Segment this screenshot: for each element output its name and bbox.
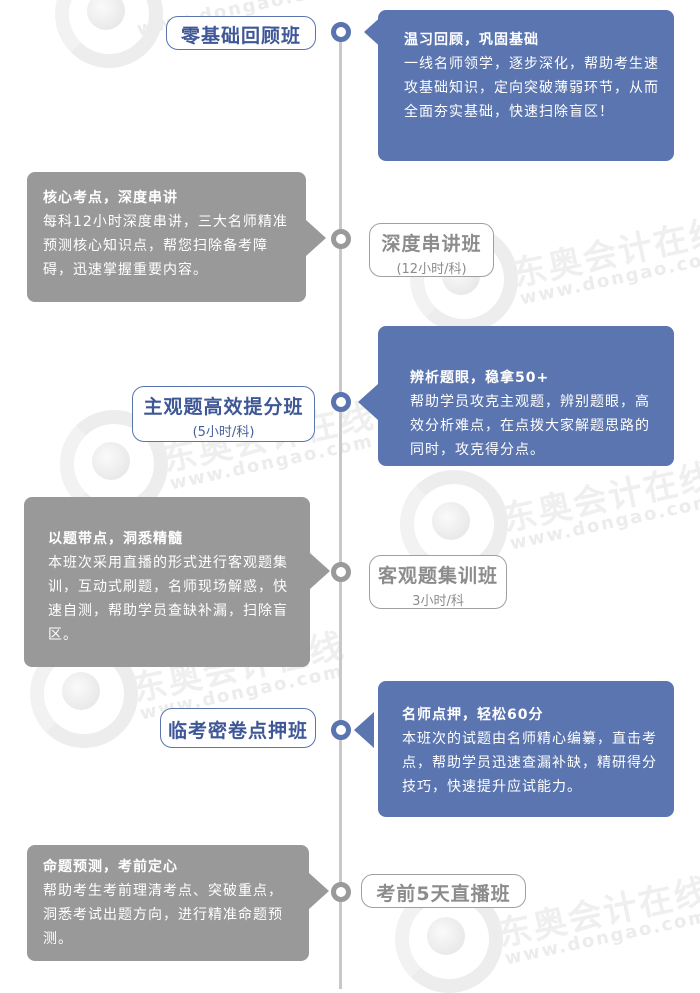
card-body: 每科12小时深度串讲，三大名师精准预测核心知识点，帮您扫除备考障碍，迅速掌握重要… xyxy=(43,214,288,278)
course-label-objective[interactable]: 客观题集训班 3小时/科 xyxy=(369,555,507,609)
card-pointer xyxy=(354,712,374,748)
timeline-node xyxy=(331,720,351,740)
timeline-node xyxy=(331,392,351,412)
card-pointer xyxy=(310,553,330,589)
timeline-line xyxy=(339,30,342,989)
course-card-objective: 以题带点，洞悉精髓 本班次采用直播的形式进行客观题集训，互动式刷题，名师现场解惑… xyxy=(24,497,310,667)
course-title: 主观题高效提分班 xyxy=(143,396,304,418)
course-duration: (5小时/科) xyxy=(192,425,255,440)
card-pointer xyxy=(309,873,329,909)
timeline-node xyxy=(331,562,351,582)
course-title: 临考密卷点押班 xyxy=(167,720,308,742)
course-card-final-paper: 名师点押，轻松60分 本班次的试题由名师精心编纂，直击考点，帮助学员迅速查漏补缺… xyxy=(378,681,674,817)
course-label-deep-review[interactable]: 深度串讲班 (12小时/科) xyxy=(369,223,494,277)
course-label-5day-live[interactable]: 考前5天直播班 xyxy=(361,874,526,908)
card-heading: 辨析题眼，稳拿50+ xyxy=(410,370,550,386)
timeline-node xyxy=(331,882,351,902)
timeline-node xyxy=(331,22,351,42)
course-card-deep-review: 核心考点，深度串讲 每科12小时深度串讲，三大名师精准预测核心知识点，帮您扫除备… xyxy=(27,172,306,302)
course-title: 零基础回顾班 xyxy=(180,25,301,47)
course-title: 深度串讲班 xyxy=(381,233,482,255)
card-heading: 名师点押，轻松60分 xyxy=(402,707,544,723)
course-duration: (12小时/科) xyxy=(396,262,467,277)
card-pointer xyxy=(306,220,326,256)
course-label-basic-review[interactable]: 零基础回顾班 xyxy=(166,16,316,50)
card-heading: 以题带点，洞悉精髓 xyxy=(48,531,183,547)
card-body: 一线名师领学，逐步深化，帮助考生速攻基础知识，定向突破薄弱环节，从而全面夯实基础… xyxy=(404,56,659,120)
course-label-final-paper[interactable]: 临考密卷点押班 xyxy=(160,708,316,748)
course-title: 客观题集训班 xyxy=(377,565,498,587)
card-body: 本班次采用直播的形式进行客观题集训，互动式刷题，名师现场解惑，快速自测，帮助学员… xyxy=(48,555,288,643)
course-duration: 3小时/科 xyxy=(412,594,464,609)
card-body: 帮助考生考前理清考点、突破重点，洞悉考试出题方向，进行精准命题预测。 xyxy=(43,883,283,947)
card-heading: 温习回顾，巩固基础 xyxy=(404,32,539,48)
card-body: 本班次的试题由名师精心编纂，直击考点，帮助学员迅速查漏补缺，精研得分技巧，快速提… xyxy=(402,731,657,795)
card-pointer xyxy=(358,384,378,420)
timeline-node xyxy=(331,229,351,249)
course-card-5day-live: 命题预测，考前定心 帮助考生考前理清考点、突破重点，洞悉考试出题方向，进行精准命… xyxy=(27,845,309,961)
course-card-basic-review: 温习回顾，巩固基础 一线名师领学，逐步深化，帮助考生速攻基础知识，定向突破薄弱环… xyxy=(378,10,674,161)
course-label-subjective[interactable]: 主观题高效提分班 (5小时/科) xyxy=(132,386,315,442)
course-card-subjective: 辨析题眼，稳拿50+ 帮助学员攻克主观题，辨别题眼，高效分析难点，在点拨大家解题… xyxy=(378,326,674,466)
course-title: 考前5天直播班 xyxy=(376,883,511,905)
card-heading: 命题预测，考前定心 xyxy=(43,859,178,875)
card-body: 帮助学员攻克主观题，辨别题眼，高效分析难点，在点拨大家解题思路的同时，攻克得分点… xyxy=(410,394,650,458)
card-heading: 核心考点，深度串讲 xyxy=(43,190,178,206)
